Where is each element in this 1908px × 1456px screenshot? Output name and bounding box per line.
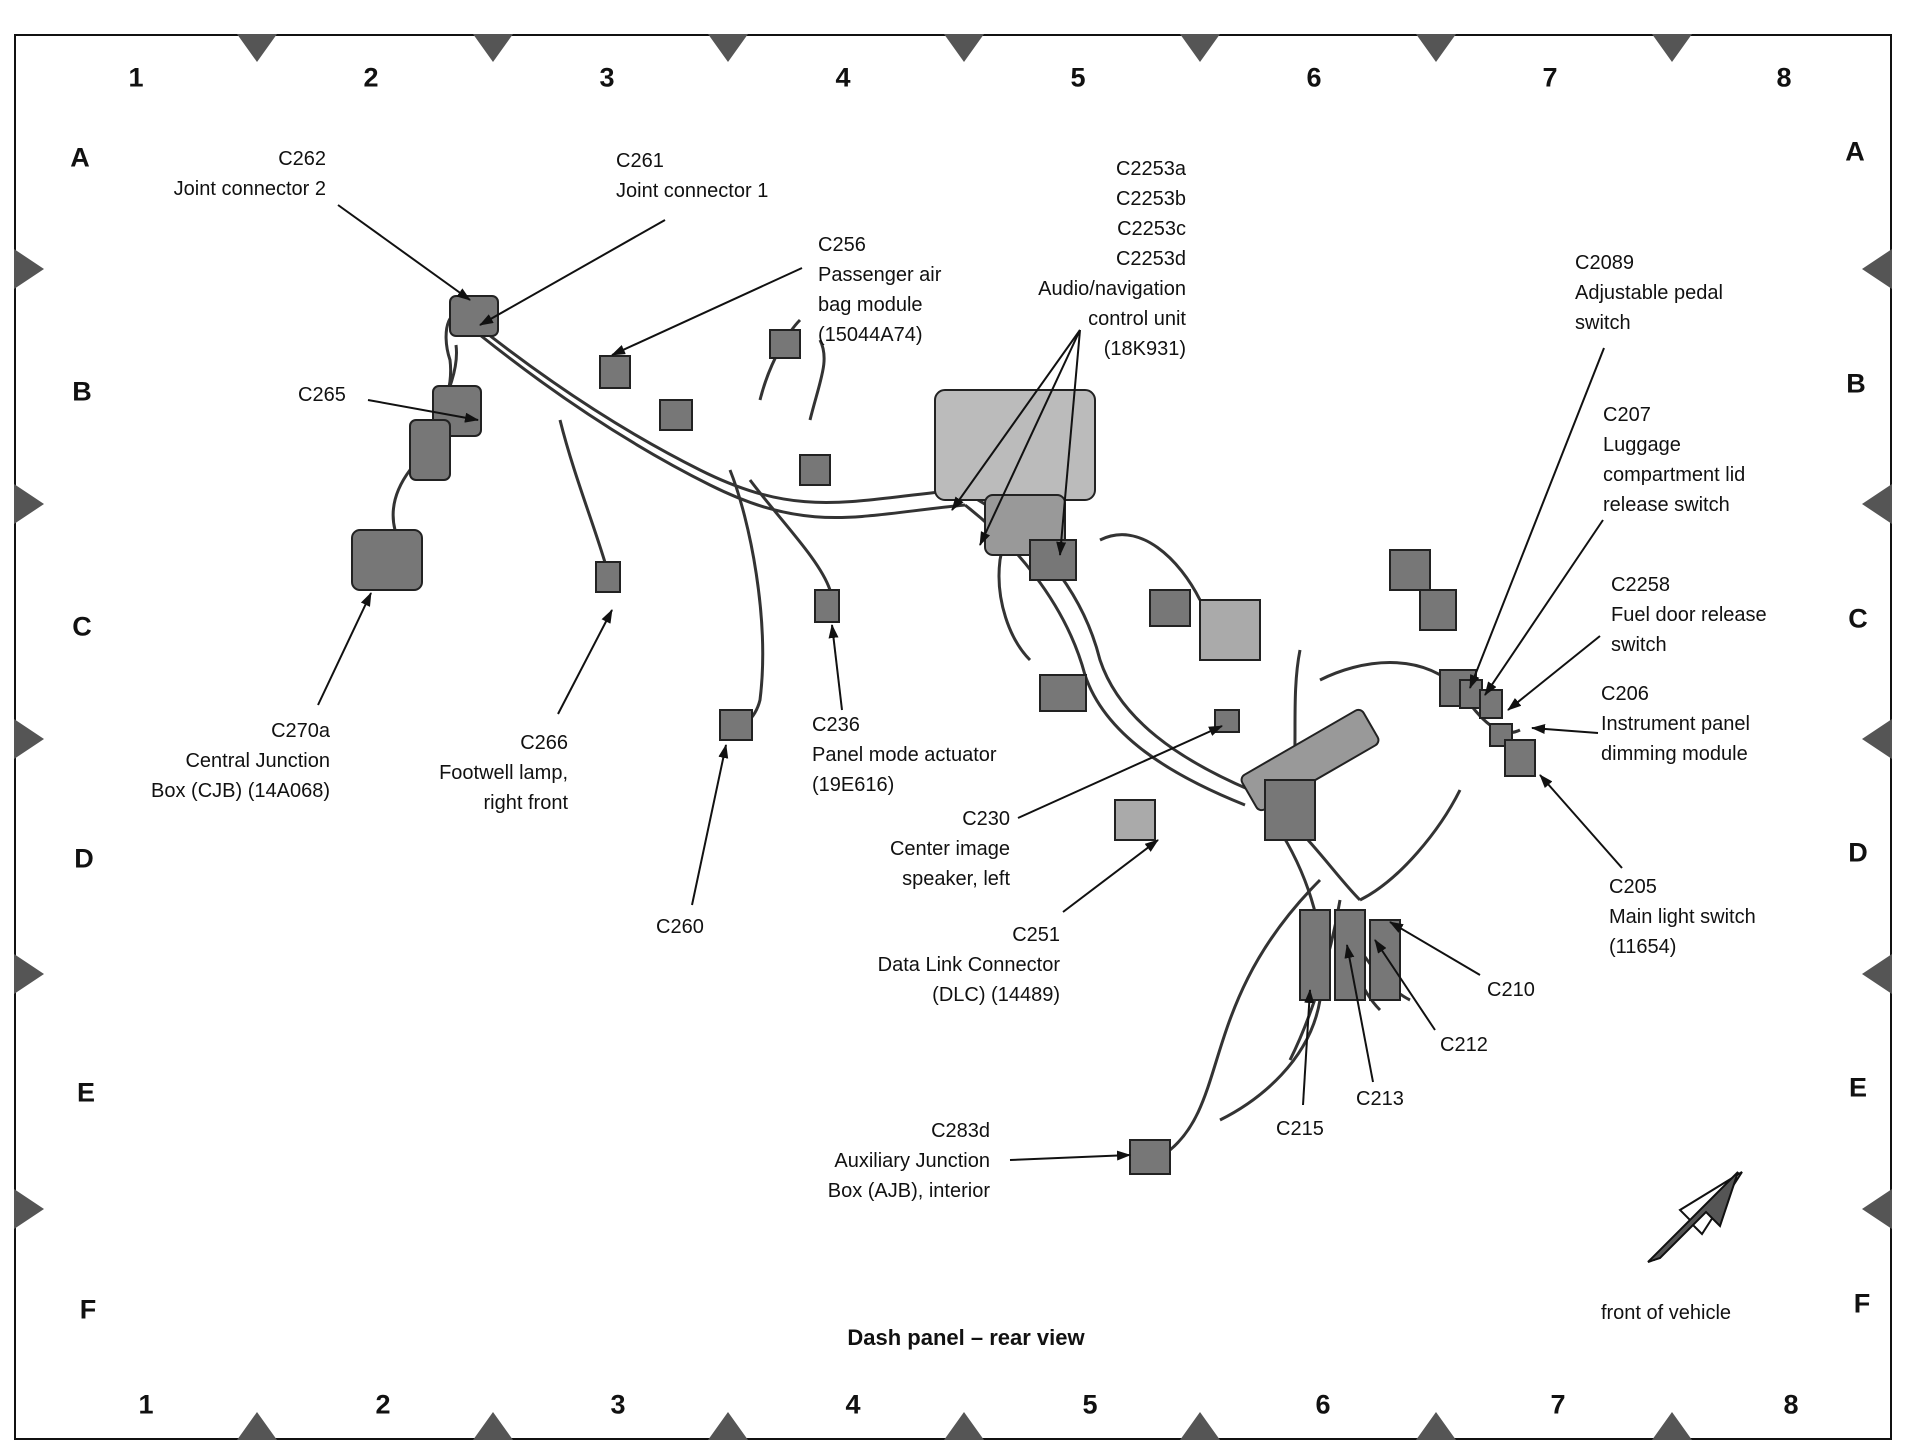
grid-row-left-b: B xyxy=(72,376,92,407)
grid-row-left-d: D xyxy=(74,843,94,874)
grid-col-top-2: 2 xyxy=(363,62,379,93)
grid-col-top-3: 3 xyxy=(599,62,615,93)
grid-row-right-f: F xyxy=(1853,1288,1871,1319)
callout-c212: C212 xyxy=(1440,1034,1488,1056)
callout-c260: C260 xyxy=(656,916,704,938)
callout-c265: C265 xyxy=(298,384,346,406)
front-of-vehicle-label: front of vehicle xyxy=(1600,1302,1732,1324)
grid-col-top-7: 7 xyxy=(1542,62,1558,93)
grid-col-bottom-7: 7 xyxy=(1550,1389,1566,1420)
grid-row-left-c: C xyxy=(72,611,92,642)
grid-row-left-f: F xyxy=(79,1294,97,1325)
grid-row-left-a: A xyxy=(70,142,90,173)
grid-col-bottom-4: 4 xyxy=(845,1389,861,1420)
grid-row-right-b: B xyxy=(1846,368,1866,399)
connector-blocks xyxy=(351,295,1536,1175)
grid-col-bottom-5: 5 xyxy=(1082,1389,1098,1420)
grid-col-top-5: 5 xyxy=(1070,62,1086,93)
grid-row-right-e: E xyxy=(1848,1072,1868,1103)
grid-col-bottom-3: 3 xyxy=(610,1389,626,1420)
grid-col-bottom-1: 1 xyxy=(138,1389,154,1420)
grid-col-top-8: 8 xyxy=(1776,62,1792,93)
grid-col-top-6: 6 xyxy=(1306,62,1322,93)
callout-c215: C215 xyxy=(1276,1118,1324,1140)
grid-col-bottom-2: 2 xyxy=(375,1389,391,1420)
diagram-title: Dash panel – rear view xyxy=(847,1325,1085,1350)
edge-markers xyxy=(14,34,1892,1440)
grid-row-right-a: A xyxy=(1845,136,1865,167)
grid-col-bottom-8: 8 xyxy=(1783,1389,1799,1420)
grid-row-right-d: D xyxy=(1848,837,1868,868)
callout-c210: C210 xyxy=(1487,979,1535,1001)
callout-c213: C213 xyxy=(1356,1088,1404,1110)
grid-col-top-4: 4 xyxy=(835,62,851,93)
grid-col-top-1: 1 xyxy=(128,62,144,93)
grid-col-bottom-6: 6 xyxy=(1315,1389,1331,1420)
grid-row-right-c: C xyxy=(1848,603,1868,634)
grid-row-left-e: E xyxy=(76,1077,96,1108)
leader-lines xyxy=(317,204,1623,1161)
front-of-vehicle-arrow-icon xyxy=(1647,1171,1743,1263)
